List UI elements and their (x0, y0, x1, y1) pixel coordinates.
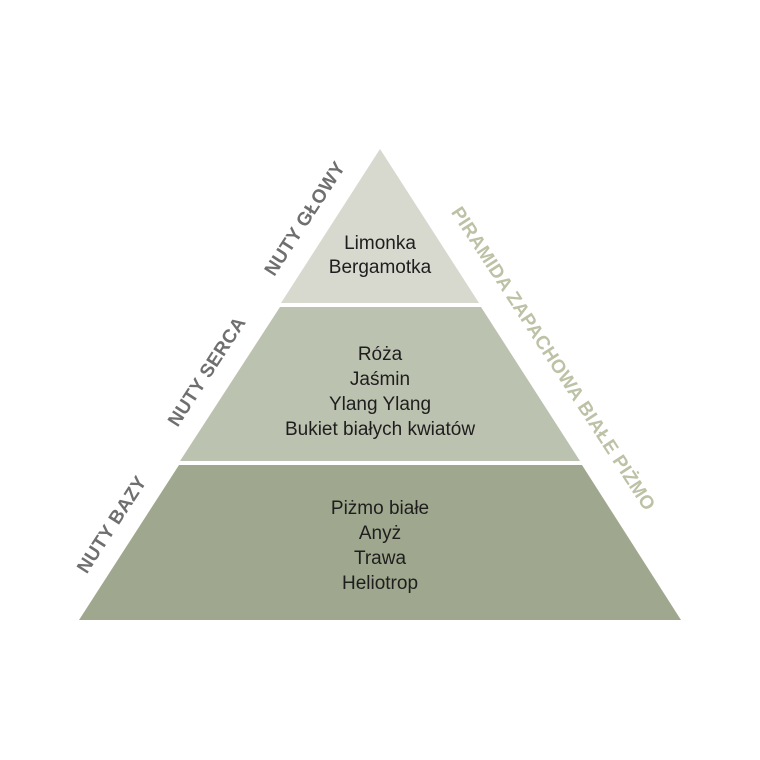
base-note-2: Anyż (359, 523, 401, 544)
base-note-1: Piżmo białe (331, 498, 429, 519)
base-note-4: Heliotrop (342, 573, 418, 594)
base-notes-tier (79, 465, 681, 620)
top-note-1: Limonka (344, 233, 416, 254)
heart-notes-tier (180, 307, 580, 461)
top-notes-tier (281, 149, 479, 303)
heart-note-2: Jaśmin (350, 369, 410, 390)
heart-note-3: Ylang Ylang (329, 394, 431, 415)
top-note-2: Bergamotka (329, 257, 432, 278)
base-note-3: Trawa (354, 548, 407, 569)
heart-note-4: Bukiet białych kwiatów (285, 419, 475, 440)
heart-note-1: Róża (358, 344, 403, 365)
